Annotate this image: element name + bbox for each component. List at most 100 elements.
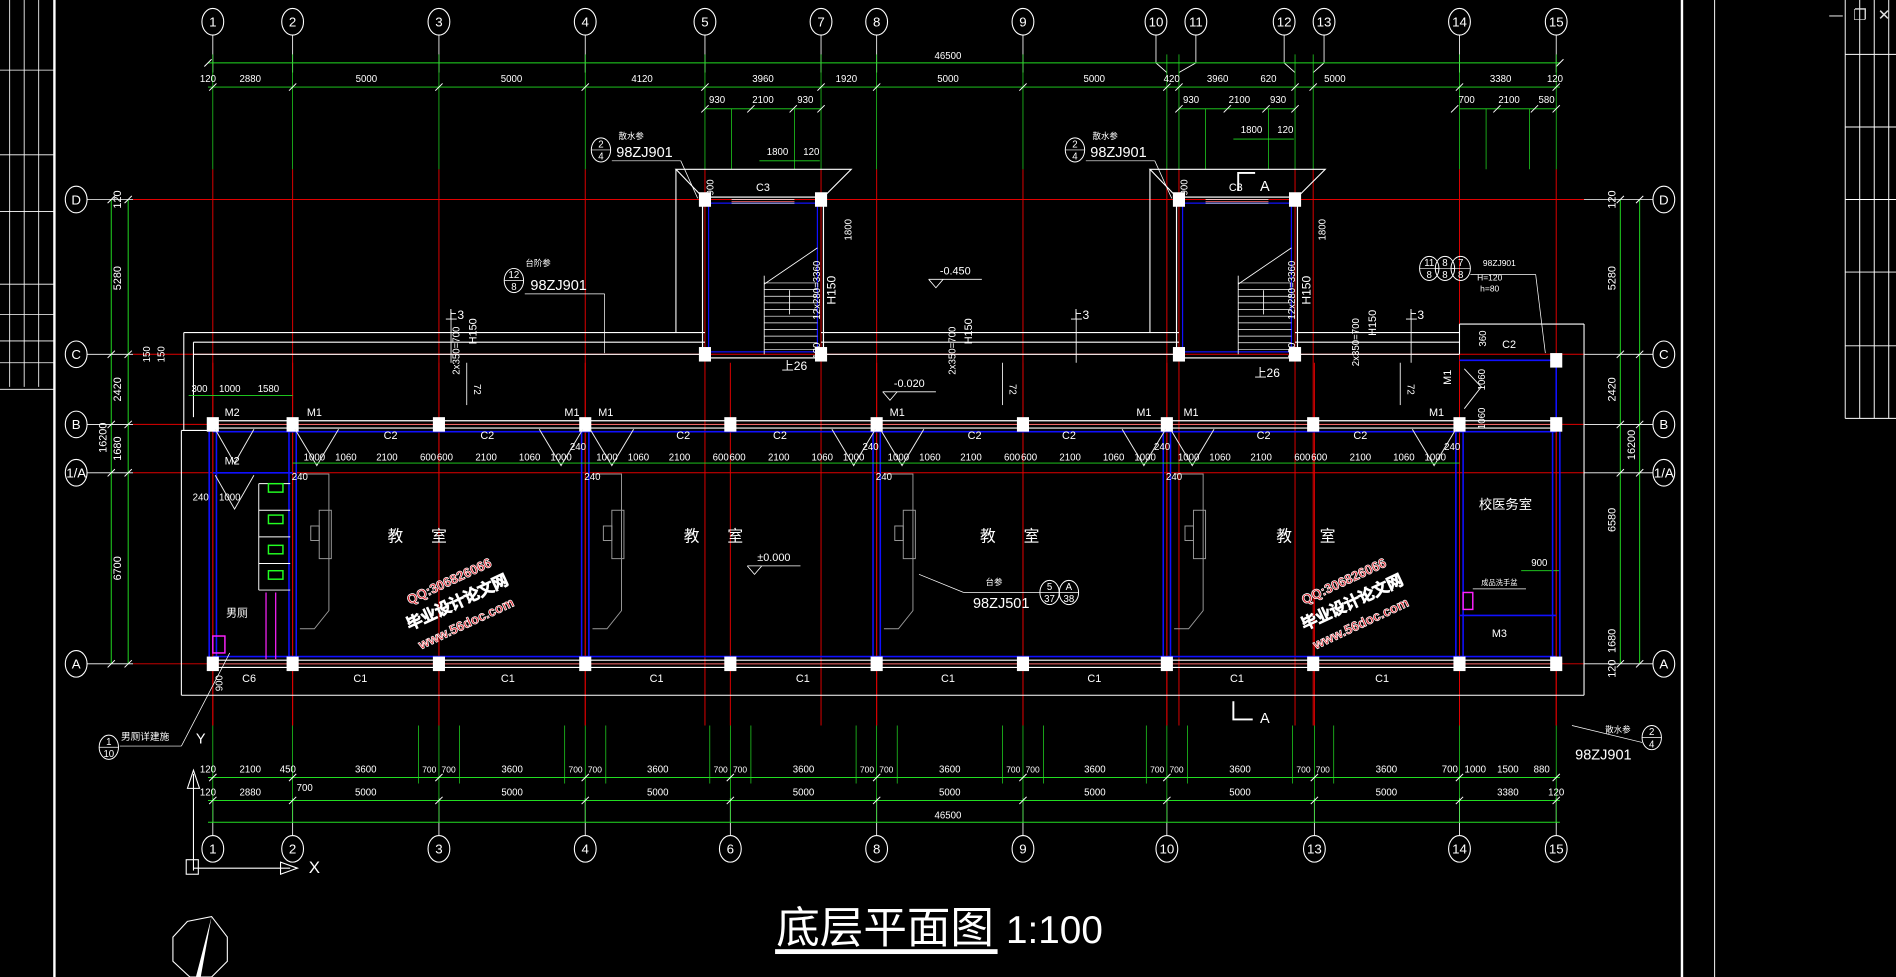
toilet-fixtures (212, 482, 1474, 659)
dim-tick (288, 796, 297, 805)
close-button[interactable]: ✕ (1877, 6, 1891, 24)
axis-bubble-left: D (64, 185, 88, 214)
dim-tick (817, 104, 826, 113)
axis-label: 1 (209, 15, 216, 30)
label: 2100 (752, 95, 773, 106)
axis-leader (1178, 62, 1197, 73)
section-cut-top (1237, 171, 1256, 192)
label: 5000 (1324, 74, 1345, 85)
room-label-classroom: 教 (684, 528, 700, 546)
label: 2x350=700 (451, 327, 462, 375)
column (698, 347, 711, 362)
dim-text: 1000 (888, 453, 909, 464)
dim-text: 1000 (219, 493, 240, 504)
detail-reference-bubble: 24 (1641, 725, 1662, 750)
label: 700 (1316, 765, 1330, 775)
door-swing (1121, 429, 1167, 467)
ucs-origin (185, 859, 199, 875)
dim-tick (1018, 83, 1027, 92)
axis-label: 14 (1452, 15, 1467, 30)
label: 700 (1296, 765, 1310, 775)
dim-text: 600 (730, 453, 746, 464)
restore-button[interactable]: ❐ (1853, 6, 1867, 24)
label: 5000 (501, 788, 522, 799)
label: 上26 (1254, 366, 1280, 380)
dim-text: 600 (437, 453, 453, 464)
label: 98ZJ501 (973, 596, 1029, 612)
dim-tick (1530, 104, 1539, 113)
dim-text: 1060 (1393, 453, 1414, 464)
label: 5000 (793, 788, 814, 799)
dim-text: 1000 (843, 453, 864, 464)
column (698, 192, 711, 207)
dim-tick (1616, 350, 1625, 359)
label: 580 (1538, 95, 1554, 106)
label: 2100 (240, 765, 261, 776)
window-label: C2 (968, 430, 982, 442)
window-label: C2 (384, 430, 398, 442)
window-controls: — ❐ ✕ (1828, 6, 1892, 28)
dim-tick (726, 796, 735, 805)
label: 1800 (1317, 219, 1328, 240)
elevation-mark: ±0.000 (757, 552, 790, 564)
detail-reference-bubble: 24 (590, 137, 612, 163)
column (286, 656, 299, 672)
label: 5000 (1084, 788, 1105, 799)
axis-bubble-circle (1011, 834, 1035, 863)
door-swing (589, 429, 635, 467)
axis-bubble-top: 10 (1144, 7, 1168, 36)
leader (181, 652, 231, 747)
dim-tick (1616, 468, 1625, 477)
label: 700 (422, 765, 436, 775)
label: 8 (1458, 270, 1463, 281)
label: 2x350=700 (947, 327, 958, 375)
label: 98ZJ901 (1483, 258, 1516, 268)
stair-break-line (763, 247, 818, 285)
dim-text: 240 (876, 472, 892, 483)
window-label: C6 (242, 673, 256, 685)
axis-label: 7 (817, 15, 824, 30)
label: 700 (879, 765, 893, 775)
label: 700 (714, 765, 728, 775)
axis-label: 2 (289, 842, 296, 857)
label: 7 (1458, 258, 1463, 269)
detail-reference-bubble: A38 (1058, 579, 1080, 605)
label: 2880 (240, 74, 261, 85)
dim-text: 2100 (475, 453, 496, 464)
label: A (1260, 179, 1270, 195)
door-label: M1 (564, 407, 579, 419)
label: 5000 (355, 788, 376, 799)
label: H150 (1367, 310, 1379, 336)
label: H150 (825, 275, 839, 304)
axis-bubble-circle (1448, 7, 1471, 36)
minimize-button[interactable]: — (1828, 6, 1844, 24)
label: 72 (471, 384, 482, 395)
dim-tick (1455, 83, 1464, 92)
window-label: C1 (650, 673, 664, 685)
axis-label: 4 (582, 15, 589, 30)
dim-tick (107, 468, 116, 477)
axis-label: 6 (727, 842, 734, 857)
label: 5000 (937, 74, 958, 85)
axis-bubble-circle (1011, 7, 1035, 36)
window-label: C1 (796, 673, 810, 685)
axis-bubble-right: 1/A (1652, 458, 1676, 487)
axis-bubble-circle (1652, 410, 1676, 439)
elevation-triangle (746, 565, 763, 576)
dim-text: 1060 (919, 453, 940, 464)
axis-bubble-circle (1312, 7, 1336, 36)
window-label: C3 (756, 182, 770, 194)
ucs-arrow (186, 768, 201, 789)
label: 900 (1179, 179, 1190, 195)
axis-label: 2 (289, 15, 296, 30)
label: 1500 (1497, 765, 1518, 776)
dim-text: 2100 (1059, 453, 1080, 464)
label: Y (196, 732, 206, 748)
squat-toilet (267, 482, 284, 493)
axis-bubble-circle (281, 7, 305, 36)
label: 150 (142, 346, 153, 362)
label: 700 (442, 765, 456, 775)
axis-bubble-bottom: 1 (201, 834, 225, 863)
dim-text: 1060 (519, 453, 540, 464)
